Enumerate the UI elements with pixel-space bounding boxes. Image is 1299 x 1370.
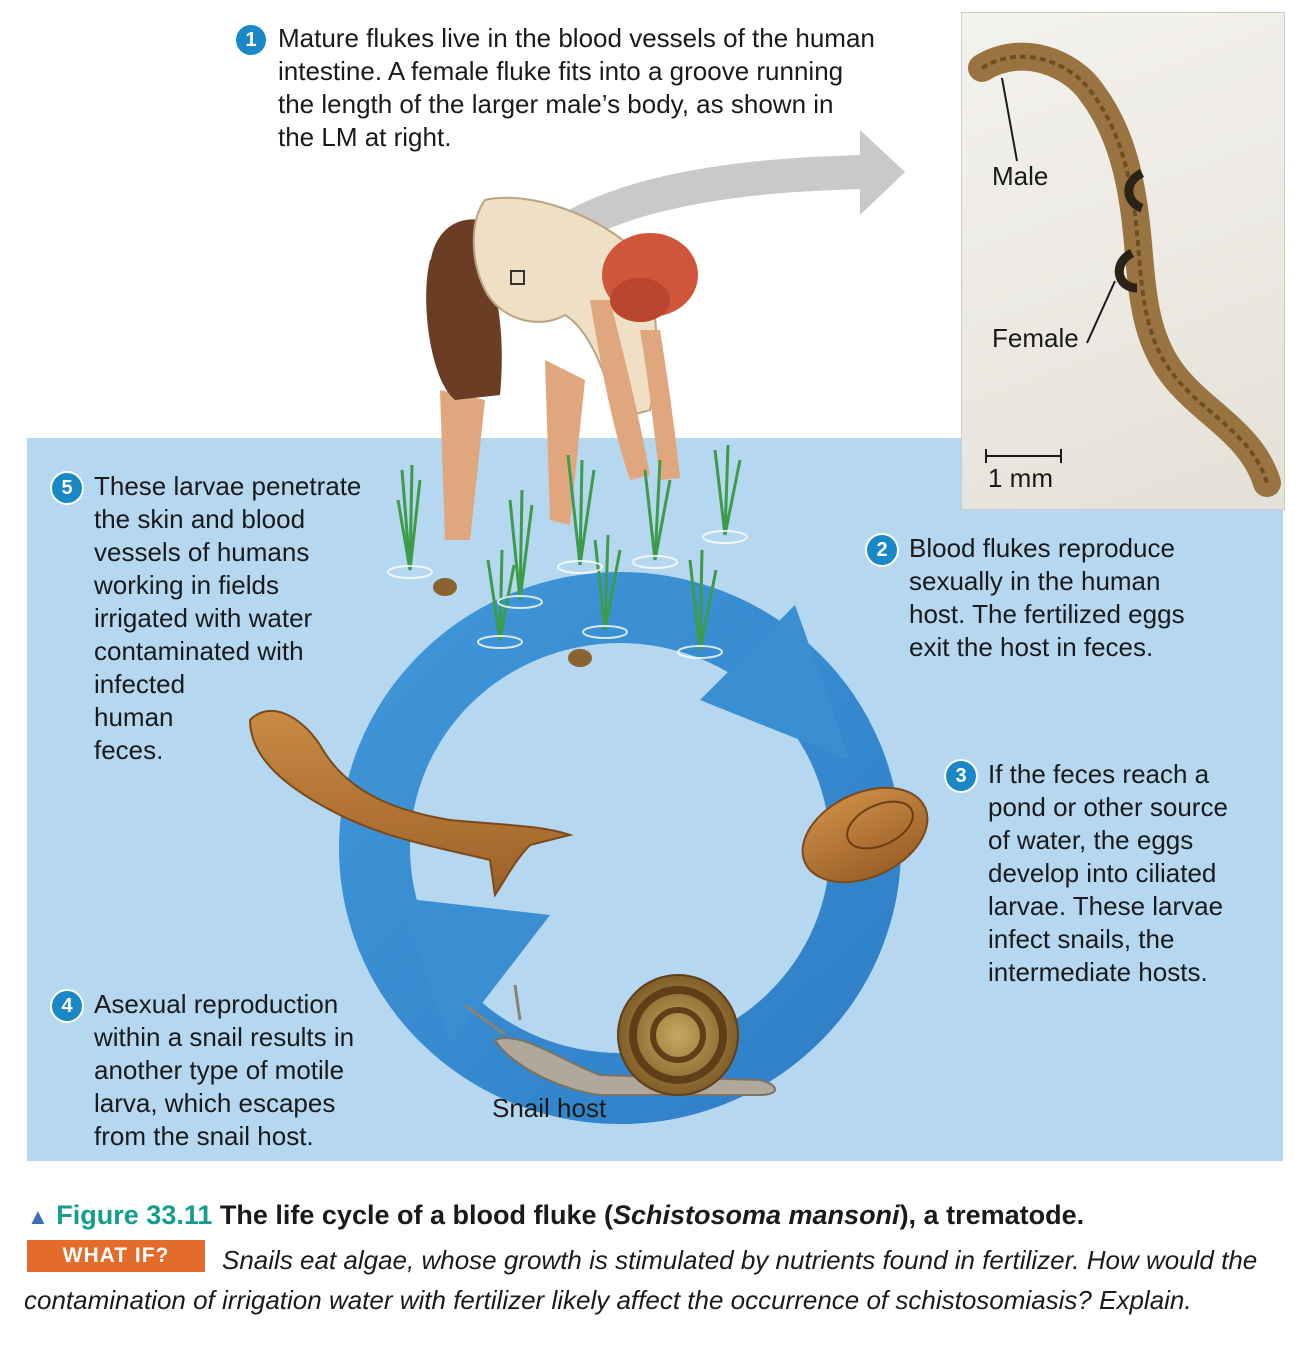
human-worker: [426, 196, 698, 540]
figure-number: Figure 33.11: [56, 1200, 213, 1230]
step-4-text: Asexual reproduction within a snail resu…: [94, 989, 355, 1151]
step-1-text: Mature flukes live in the blood vessels …: [278, 23, 875, 152]
figure-caption: ▲ Figure 33.11 The life cycle of a blood…: [27, 1200, 1084, 1231]
step-3-number: 3: [944, 759, 978, 793]
step-1-number: 1: [234, 23, 268, 57]
caption-title-end: ), a trematode.: [899, 1200, 1085, 1230]
scale-bar-label: 1 mm: [988, 463, 1053, 493]
water-ripples: [387, 530, 748, 659]
caption-triangle-icon: ▲: [27, 1204, 49, 1229]
fluke-pair-image: [968, 42, 1281, 497]
cycle-arrow-head-left: [400, 898, 550, 1045]
male-label: Male: [992, 161, 1049, 191]
female-label: Female: [992, 323, 1079, 353]
what-if-badge: WHAT IF?: [27, 1240, 205, 1272]
cycle-arrow-head-right: [700, 605, 850, 760]
light-micrograph: Male Female 1 mm: [961, 12, 1285, 510]
step-5-text: These larvae penetrate the skin and bloo…: [94, 471, 362, 765]
step-3-text: If the feces reach a pond or other sourc…: [988, 759, 1228, 987]
rice-plants: [396, 444, 742, 651]
step-5-number: 5: [50, 471, 84, 505]
caption-title-start: The life cycle of a blood fluke (: [219, 1200, 613, 1230]
step-2-text: Blood flukes reproduce sexually in the h…: [909, 533, 1185, 662]
snail-host: [464, 974, 776, 1096]
cercaria-larva: [248, 709, 574, 898]
grey-pointer-arrow-head: [860, 130, 905, 215]
step-4-number: 4: [50, 989, 84, 1023]
step-2-number: 2: [865, 533, 899, 567]
small-snails: [433, 578, 592, 667]
caption-species-name: Schistosoma mansoni: [612, 1200, 900, 1230]
ciliated-larva: [801, 786, 929, 884]
snail-host-label: Snail host: [492, 1093, 607, 1123]
what-if-question: Snails eat algae, whose growth is stimul…: [24, 1245, 1258, 1315]
